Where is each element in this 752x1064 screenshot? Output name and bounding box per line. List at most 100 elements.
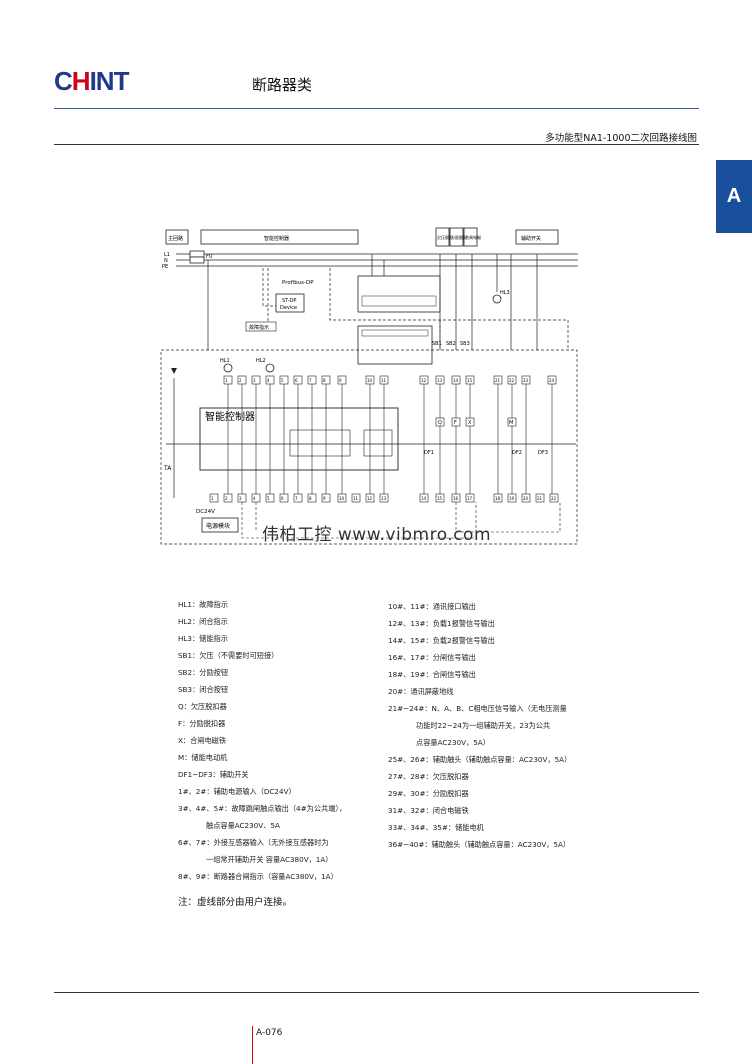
terminal-number: 20: [523, 496, 529, 501]
terminal-number: 1: [211, 496, 214, 501]
legend-item: 10#、11#：通讯接口输出: [388, 602, 476, 611]
terminal-number: 2: [225, 496, 228, 501]
stdp-box: [275, 293, 305, 313]
controller-box: [200, 229, 359, 245]
voltage-module: [357, 275, 441, 313]
legend-item: 14#、15#：负载2报警信号输出: [388, 636, 495, 645]
dc24-label: DC24V: [196, 509, 215, 515]
terminal-number: 7: [295, 496, 298, 501]
terminal-number: 5: [281, 378, 284, 383]
terminal-number: 19: [509, 496, 515, 501]
hl3-lamp: [492, 294, 502, 304]
terminal-number: 10: [367, 378, 373, 383]
terminal-number: 15: [467, 378, 473, 383]
stdp-line1: ST-DP: [282, 298, 296, 304]
legend-item: SB1：欠压（不需要时可短接）: [178, 651, 279, 660]
legend-item: Q：欠压脱扣器: [178, 702, 227, 711]
logo-text: CHINT: [54, 66, 129, 96]
terminal-number: 11: [353, 496, 359, 501]
terminal-number: 4: [267, 378, 270, 383]
profibus-label: Profibus-DP: [282, 280, 314, 286]
box-c2-text: 分励脱扣: [451, 234, 467, 240]
top-terminal-strip: [223, 375, 557, 385]
legend-item: F：分励脱扣器: [178, 719, 226, 728]
legend-item: SB3：闭合按钮: [178, 685, 229, 694]
phase-l1: L1: [164, 252, 170, 258]
legend-item: 18#、19#：合闸信号输出: [388, 670, 476, 679]
legend-item: 3#、4#、5#：故障跳闸触点输出（4#为公共端），: [178, 804, 347, 813]
terminal-number: 11: [381, 378, 387, 383]
category-title: 断路器类: [252, 76, 313, 94]
legend-item: 8#、9#：断路器合闸指示（容量AC380V，1A）: [178, 872, 338, 881]
hl1-lamp: [223, 363, 233, 373]
sb2-label: SB2: [446, 341, 456, 347]
legend-item: 29#、30#：分励脱扣器: [388, 789, 469, 798]
terminal-number: 13: [437, 378, 443, 383]
aux-switch-box: [515, 229, 559, 245]
legend-right: 10#、11#：通讯接口输出 12#、13#：负载1报警信号输出 14#、15#…: [388, 598, 593, 853]
hl2-lamp: [265, 363, 275, 373]
close-box: [463, 227, 478, 247]
coil-q: Q: [438, 420, 442, 426]
terminal-number: 12: [367, 496, 373, 501]
controller-line1: 智能控制器: [205, 410, 255, 423]
legend-item: HL1：故障指示: [178, 600, 228, 609]
terminal-number: 17: [467, 496, 473, 501]
fuse-label: FU: [206, 254, 213, 260]
note: 注：虚线部分由用户连接。: [178, 897, 293, 908]
main-circuit-box: [165, 229, 189, 245]
terminal-number: 6: [281, 496, 284, 501]
hl2-label: HL2: [256, 358, 266, 364]
phase-pe: PE: [162, 264, 168, 270]
phase-n: N: [164, 258, 168, 264]
box-aux-text: 辅助开关: [521, 235, 541, 242]
terminal-number: 7: [309, 378, 312, 383]
footer-rule: [54, 992, 699, 993]
terminal-number: 5: [267, 496, 270, 501]
legend-left: HL1：故障指示 HL2：闭合指示 HL3：储能指示 SB1：欠压（不需要时可短…: [178, 596, 368, 885]
legend-item: HL2：闭合指示: [178, 617, 228, 626]
bottom-terminal-strip: [209, 493, 559, 503]
subtitle-rule: [54, 144, 699, 145]
terminal-number: 22: [551, 496, 557, 501]
terminal-number: 16: [453, 496, 459, 501]
smart-controller: [199, 407, 399, 471]
terminal-number: 24: [549, 378, 555, 383]
terminal-number: 14: [421, 496, 427, 501]
section-tab[interactable]: A: [716, 160, 752, 233]
stdp-line2: Device: [280, 305, 297, 311]
legend-item: 点容量AC230V，5A）: [416, 738, 490, 747]
terminal-number: 21: [537, 496, 543, 501]
legend-item: X：合闸电磁铁: [178, 736, 227, 745]
page-marker: [252, 1026, 253, 1064]
box-controller-text: 智能控制器: [264, 235, 289, 242]
hl3-label: HL3: [500, 290, 510, 296]
terminal-number: 8: [309, 496, 312, 501]
legend-item: 功能时22~24为一组辅助开关，23为公共: [416, 721, 551, 730]
df1-label: DF1: [424, 450, 434, 456]
chint-logo: CHINT: [54, 66, 129, 97]
terminal-number: 22: [509, 378, 515, 383]
terminal-number: 10: [339, 496, 345, 501]
psu-label: 电源模块: [206, 522, 230, 530]
legend-item: 触点容量AC230V、5A: [206, 821, 280, 830]
legend-item: DF1~DF3：辅助开关: [178, 770, 249, 779]
terminal-number: 1: [225, 378, 228, 383]
sb3-label: SB3: [460, 341, 470, 347]
fault-indicator-label: 故障指示: [249, 324, 269, 331]
legend-item: 25#、26#：辅助触头（辅助触点容量：AC230V，5A）: [388, 755, 572, 764]
legend-item: 27#、28#：欠压脱扣器: [388, 772, 469, 781]
terminal-number: 9: [323, 496, 326, 501]
undervolt-box: [435, 227, 450, 247]
ta-label: TA: [163, 465, 172, 472]
terminal-number: 13: [381, 496, 387, 501]
legend-item: 6#、7#：外接互感器输入（无外接互感器时为: [178, 838, 329, 847]
shunt-box: [449, 227, 464, 247]
legend-item: 33#、34#、35#：储能电机: [388, 823, 484, 832]
legend-item: 16#、17#：分闸信号输出: [388, 653, 476, 662]
terminal-number: 12: [421, 378, 427, 383]
header-rule: [54, 108, 699, 109]
legend-item: 1#、2#：辅助电源输入（DC24V）: [178, 787, 296, 796]
box-c3-text: 合闸电磁: [465, 234, 481, 240]
